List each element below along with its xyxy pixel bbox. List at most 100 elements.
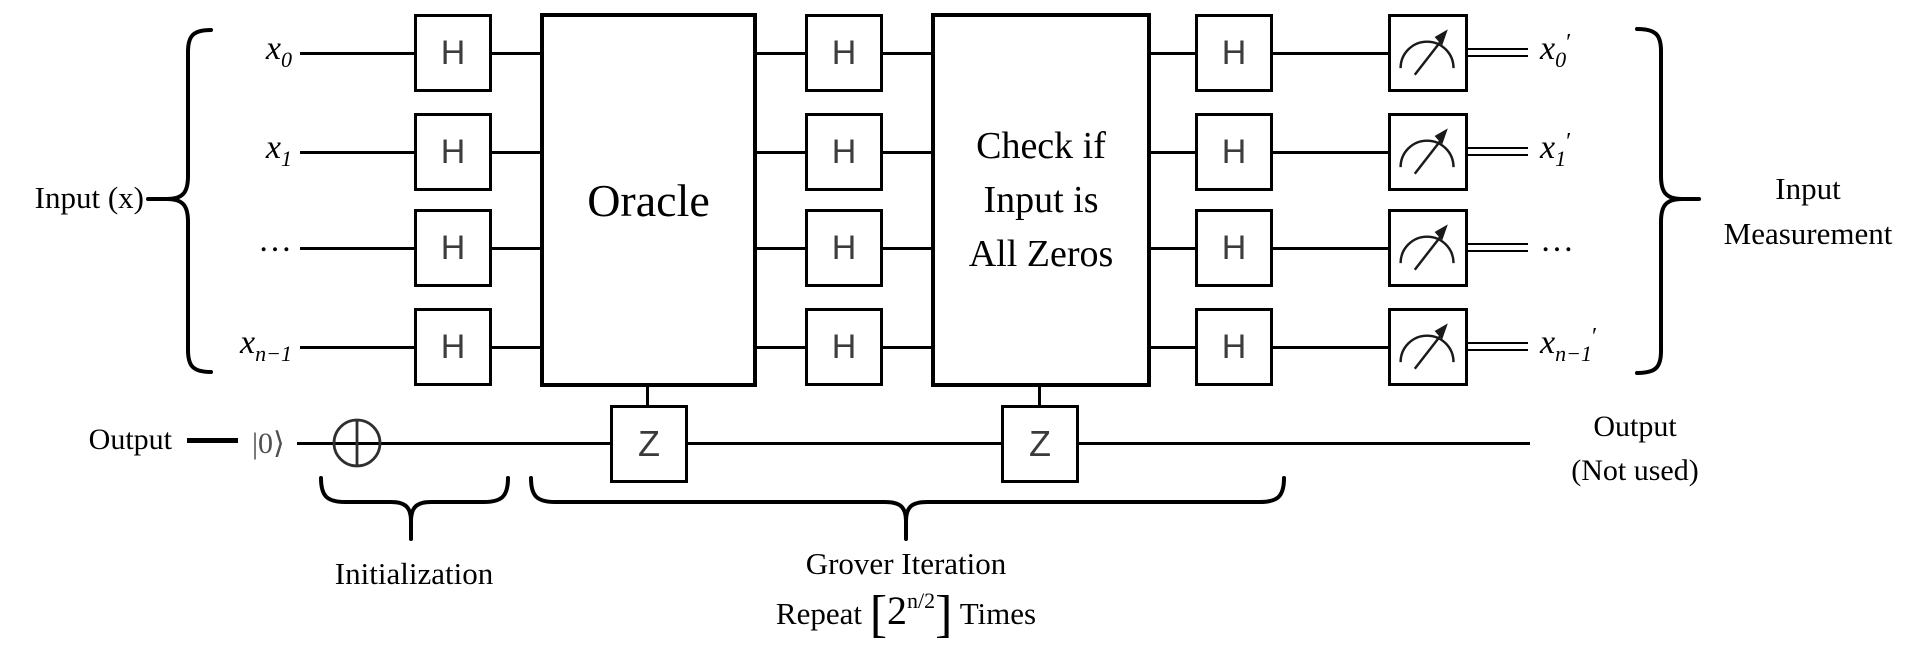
check-line-3: All Zeros — [968, 233, 1114, 275]
measurement-group-label: Input Measurement — [1705, 166, 1910, 256]
check-all-zeros-box: Check if Input is All Zeros — [931, 13, 1151, 387]
qubit-input-label-2: … — [180, 222, 292, 260]
meter-gauge-icon — [1399, 323, 1455, 370]
z-gate-label: Z — [1029, 423, 1051, 464]
grover-iteration-label: Grover Iteration Repeat [2n/2] Times — [703, 541, 1109, 641]
qubit-output-label-3: xn−1′ — [1540, 324, 1598, 364]
qubit-input-label-3: xn−1 — [180, 324, 292, 364]
input-group-label: Input (x) — [34, 180, 144, 215]
meter-gauge-icon — [1399, 224, 1455, 271]
output-not-used-line-2: (Not used) — [1571, 454, 1699, 487]
prime-mark: ′ — [1566, 30, 1572, 56]
measurement-meter — [1388, 14, 1468, 92]
qubit-label-base: … — [258, 222, 292, 259]
oracle-box: Oracle — [540, 13, 757, 387]
output-row-label: Output — [88, 423, 172, 456]
h-gate: H — [414, 209, 492, 287]
qubit-label-base: x — [1540, 324, 1556, 361]
check-all-zeros-label: Check if Input is All Zeros — [969, 119, 1114, 281]
meter-gauge-icon — [1399, 29, 1455, 76]
qubit-label-base: … — [1540, 222, 1574, 259]
h-gate: H — [414, 113, 492, 191]
qubit-label-base: x — [240, 324, 256, 361]
h-gate: H — [805, 113, 883, 191]
h-gate-label: H — [1221, 228, 1247, 267]
output-not-used-label: Output (Not used) — [1533, 405, 1737, 493]
h-gate-label: H — [440, 327, 466, 366]
classical-wire-2 — [1466, 243, 1528, 252]
h-gate: H — [805, 14, 883, 92]
h-gate-label: H — [831, 228, 857, 267]
h-gate-label: H — [440, 228, 466, 267]
check-z-connector — [1038, 387, 1041, 406]
h-gate-label: H — [1221, 132, 1247, 171]
qubit-label-sub: 1 — [1555, 145, 1567, 171]
h-gate: H — [1195, 14, 1273, 92]
qubit-input-label-0: x0 — [180, 30, 292, 70]
h-gate-label: H — [831, 132, 857, 171]
h-gate-label: H — [831, 327, 857, 366]
input-group-brace — [166, 28, 213, 374]
h-gate: H — [1195, 209, 1273, 287]
qubit-label-base: x — [265, 129, 281, 166]
measurement-group-line-2: Measurement — [1723, 216, 1893, 251]
qubit-input-label-1: x1 — [180, 129, 292, 169]
qubit-output-label-2: … — [1540, 222, 1574, 260]
h-gate: H — [805, 308, 883, 386]
repeat-word: Repeat — [775, 596, 862, 631]
h-gate: H — [805, 209, 883, 287]
close-bracket: ] — [935, 586, 953, 643]
h-gate-label: H — [831, 33, 857, 72]
xor-target-icon — [332, 418, 382, 468]
open-bracket: [ — [869, 586, 888, 643]
prime-mark: ′ — [1591, 324, 1598, 350]
oracle-z-connector — [646, 387, 649, 406]
classical-wire-0 — [1466, 48, 1528, 57]
z-gate-label: Z — [638, 423, 660, 464]
output-not-used-line-1: Output — [1593, 410, 1677, 443]
h-gate: H — [414, 14, 492, 92]
qubit-label-sub: 0 — [1555, 46, 1567, 72]
h-gate: H — [1195, 308, 1273, 386]
initialization-label: Initialization — [334, 556, 494, 591]
check-line-2: Input is — [983, 179, 1099, 221]
h-gate-label: H — [1221, 327, 1247, 366]
h-gate: H — [414, 308, 492, 386]
output-wire — [297, 442, 1530, 445]
qubit-label-sub: n−1 — [255, 340, 292, 366]
h-gate-label: H — [440, 132, 466, 171]
qubit-output-label-0: x0′ — [1540, 30, 1572, 70]
measurement-group-line-1: Input — [1775, 171, 1841, 206]
qubit-label-base: x — [1540, 129, 1556, 166]
output-label-dash — [187, 438, 238, 443]
prime-mark: ′ — [1566, 129, 1572, 155]
measurement-meter — [1388, 113, 1468, 191]
grover-iteration-title: Grover Iteration — [805, 546, 1007, 581]
times-word: Times — [959, 596, 1037, 631]
power-exponent: n/2 — [907, 588, 936, 613]
qubit-label-base: x — [1540, 30, 1556, 67]
qubit-label-sub: n−1 — [1555, 340, 1592, 366]
z-gate: Z — [1001, 405, 1079, 483]
qubit-label-sub: 1 — [281, 145, 292, 171]
check-line-1: Check if — [976, 125, 1106, 167]
meter-gauge-icon — [1399, 128, 1455, 175]
qubit-label-base: x — [265, 30, 281, 67]
measurement-meter — [1388, 209, 1468, 287]
power-base: 2 — [887, 588, 908, 633]
classical-wire-3 — [1466, 342, 1528, 351]
measurement-meter — [1388, 308, 1468, 386]
classical-wire-1 — [1466, 147, 1528, 156]
grover-brace — [529, 476, 1286, 541]
initialization-brace — [319, 476, 510, 541]
grover-repeat-line: Repeat [2n/2] Times — [703, 588, 1109, 641]
h-gate-label: H — [440, 33, 466, 72]
qubit-output-label-1: x1′ — [1540, 129, 1572, 169]
qubit-label-sub: 0 — [281, 46, 292, 72]
measurement-group-brace — [1635, 27, 1683, 375]
h-gate: H — [1195, 113, 1273, 191]
ket-zero-label: |0⟩ — [252, 427, 285, 460]
h-gate-label: H — [1221, 33, 1247, 72]
